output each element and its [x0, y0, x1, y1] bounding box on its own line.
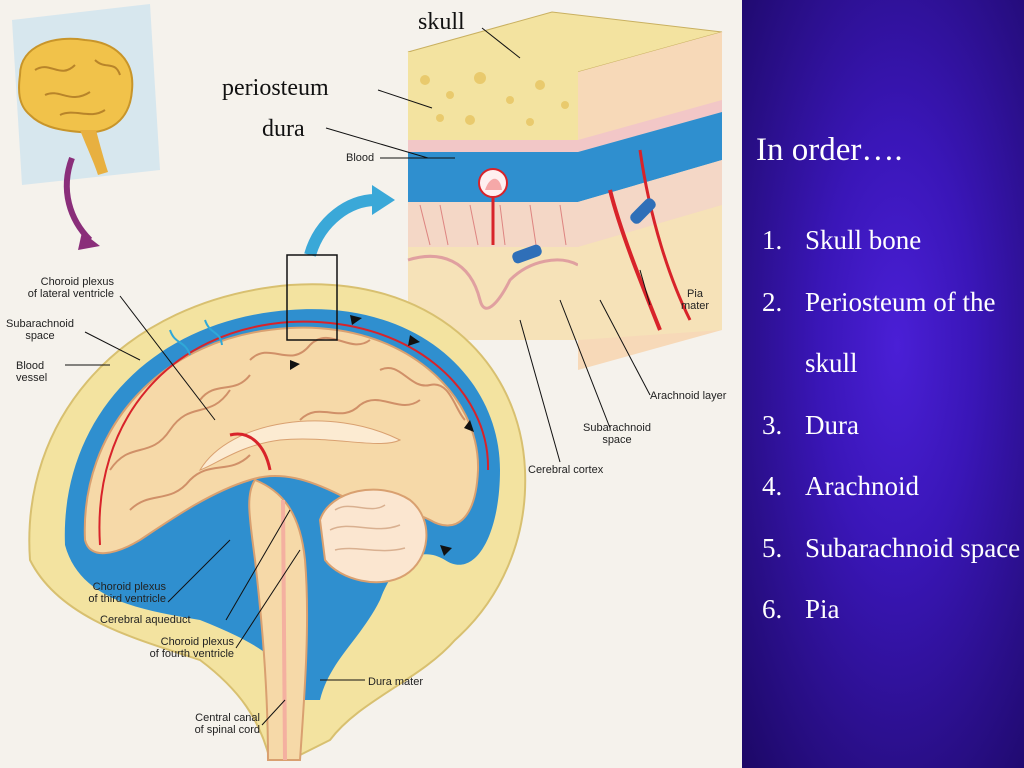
brain-thumbnail — [12, 4, 160, 250]
pia-mater-line-1: Pia — [687, 288, 703, 300]
list-number: 5. — [762, 532, 783, 563]
blood-label: Blood — [346, 152, 375, 164]
choroid-fourth-line-1: Choroid plexus — [160, 636, 234, 648]
order-panel: In order…. 1. Skull bone 2. Periosteum of … — [742, 0, 1024, 768]
subarachnoid-space-left-label: Subarachnoid space — [0, 318, 80, 342]
choroid-third-line-2: of third ventricle — [88, 593, 166, 605]
choroid-plexus-third-label: Choroid plexus of third ventricle — [60, 581, 166, 605]
blood-vessel-line-1: Blood — [16, 360, 45, 372]
list-text: Periosteum of the skull — [805, 286, 996, 379]
arrow-icon — [372, 185, 395, 215]
cerebral-cortex-label: Cerebral cortex — [528, 464, 604, 476]
list-number: 2. — [762, 286, 783, 317]
list-number: 1. — [762, 225, 783, 255]
subarachnoid-space-right-label: Subarachnoid space — [572, 422, 662, 446]
blood-vessel-label: Blood vessel — [16, 360, 47, 384]
choroid-lateral-line-1: Choroid plexus — [40, 276, 114, 288]
dura-mater-label: Dura mater — [368, 676, 424, 688]
dura-annotation: dura — [262, 116, 305, 142]
list-text: Subarachnoid space — [805, 532, 1021, 563]
central-canal-label: Central canal of spinal cord — [166, 712, 260, 736]
subarachnoid-right-line-1: Subarachnoid — [583, 422, 651, 434]
central-canal-line-2: of spinal cord — [194, 724, 260, 736]
skull-annotation: skull — [418, 9, 465, 35]
subarachnoid-right-line-2: space — [602, 434, 632, 446]
central-canal-line-1: Central canal — [195, 712, 260, 724]
cerebral-aqueduct-label: Cerebral aqueduct — [100, 614, 191, 626]
list-number: 6. — [762, 594, 783, 624]
pia-mater-label: Pia mater — [680, 288, 710, 312]
choroid-lateral-line-2: of lateral ventricle — [27, 288, 114, 300]
list-text: Arachnoid — [805, 471, 919, 501]
meninges-illustration: skull periosteum dura Blood Pia mater Ar… — [0, 0, 742, 768]
subarachnoid-left-line-2: space — [25, 330, 55, 342]
list-number: 4. — [762, 471, 783, 501]
choroid-plexus-lateral-label: Choroid plexus of lateral ventricle — [0, 276, 114, 300]
meninges-diagram-svg — [12, 4, 723, 761]
list-text: Skull bone — [805, 225, 922, 255]
list-item: 4. Arachnoid — [762, 456, 1024, 518]
arachnoid-layer-label: Arachnoid layer — [650, 390, 727, 402]
list-number: 3. — [762, 409, 783, 440]
list-item: 6. Pia — [762, 579, 1024, 641]
choroid-third-line-1: Choroid plexus — [92, 581, 166, 593]
subarachnoid-left-line-1: Subarachnoid — [6, 318, 74, 330]
periosteum-annotation: periosteum — [222, 75, 329, 101]
list-item: 3. Dura — [762, 395, 1024, 457]
pia-mater-line-2: mater — [680, 300, 710, 312]
blood-vessel-line-2: vessel — [16, 372, 48, 384]
list-text: Pia — [805, 594, 840, 624]
meninges-order-list: 1. Skull bone 2. Periosteum of the skull 3… — [762, 210, 1024, 641]
choroid-fourth-line-2: of fourth ventricle — [149, 648, 234, 660]
meninges-cross-section — [407, 11, 723, 370]
list-text: Dura — [805, 409, 859, 440]
brain-sagittal-section — [28, 254, 527, 761]
choroid-plexus-fourth-label: Choroid plexus of fourth ventricle — [116, 636, 234, 660]
list-item: 5. Subarachnoid space — [762, 518, 1024, 580]
list-item: 1. Skull bone — [762, 210, 1024, 272]
order-heading: In order…. — [756, 132, 903, 168]
leader-lines — [65, 27, 651, 726]
zoom-box — [286, 254, 338, 341]
list-item: 2. Periosteum of the skull — [762, 272, 1024, 395]
